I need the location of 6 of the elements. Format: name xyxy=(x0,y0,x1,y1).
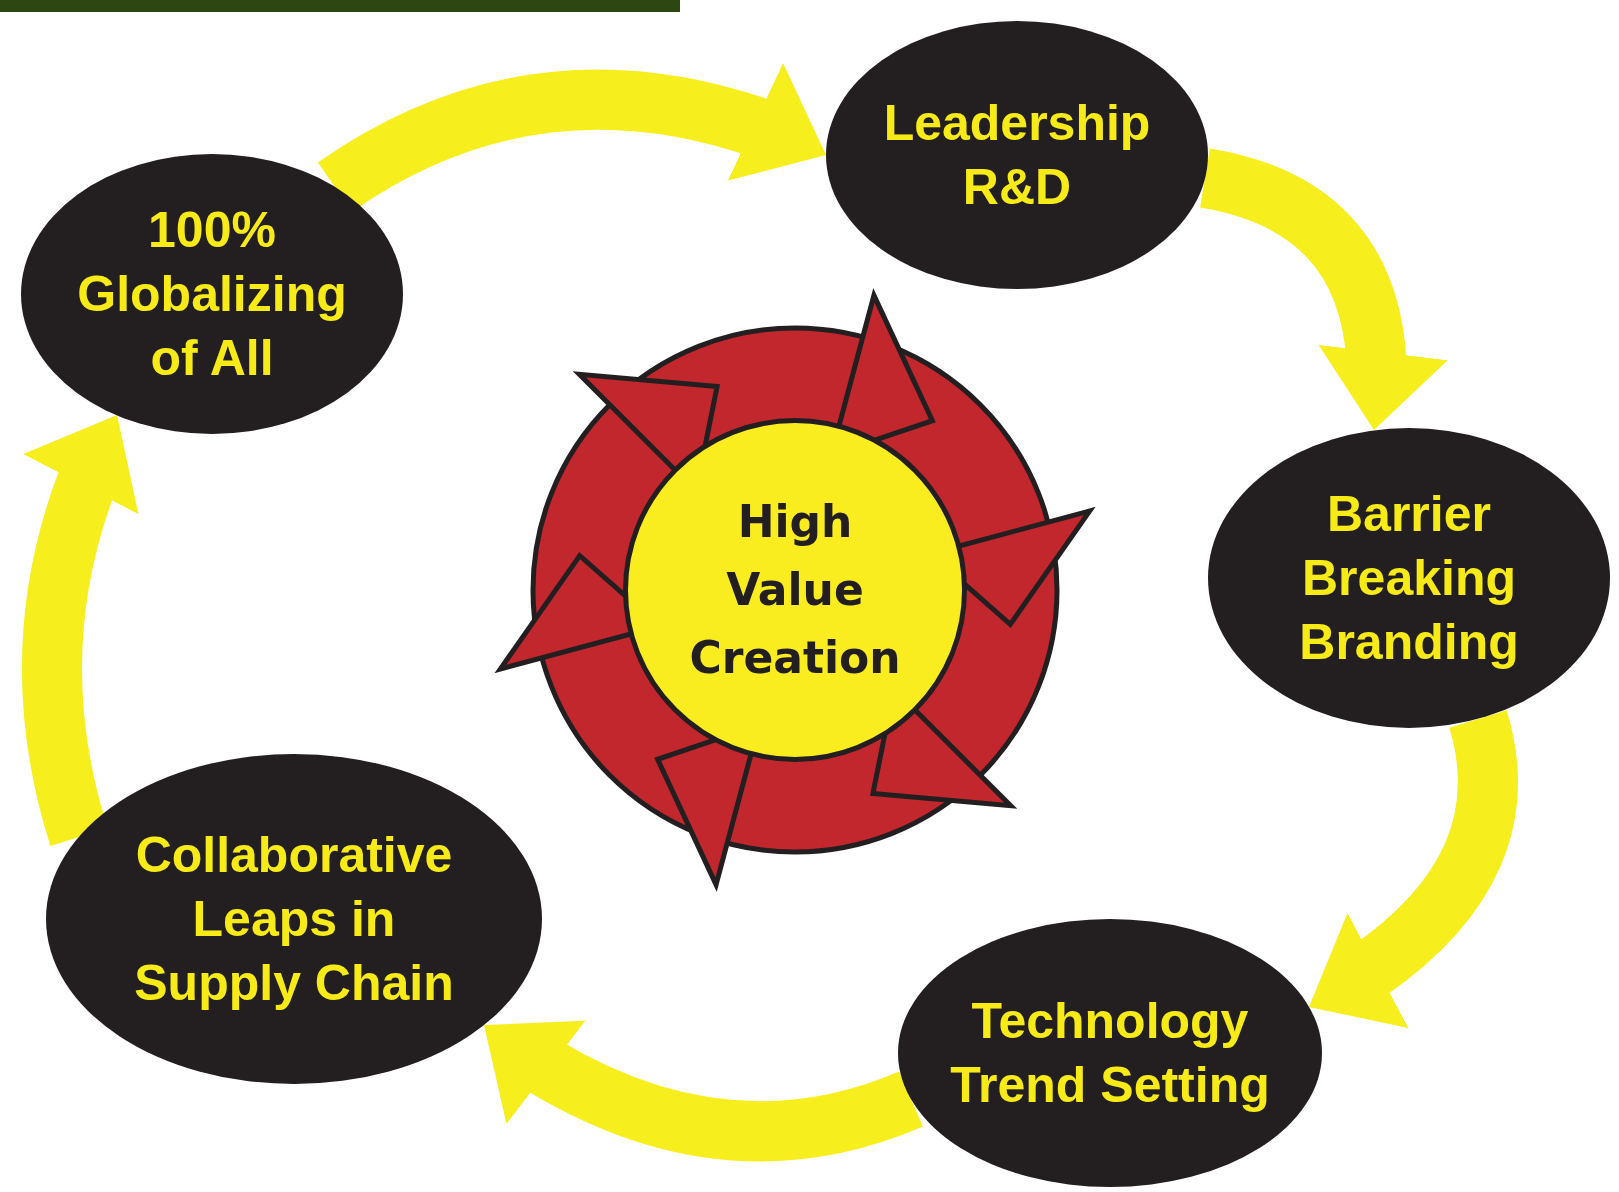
node-label: Leadership R&D xyxy=(882,94,1152,217)
node-label: Technology Trend Setting xyxy=(949,992,1271,1115)
node-label: Barrier Breaking Branding xyxy=(1298,485,1520,672)
node-label: High Value Creation xyxy=(688,495,902,685)
node-label: 100% Globalizing of All xyxy=(76,201,348,388)
node-label: Collaborative Leaps in Supply Chain xyxy=(133,826,455,1013)
